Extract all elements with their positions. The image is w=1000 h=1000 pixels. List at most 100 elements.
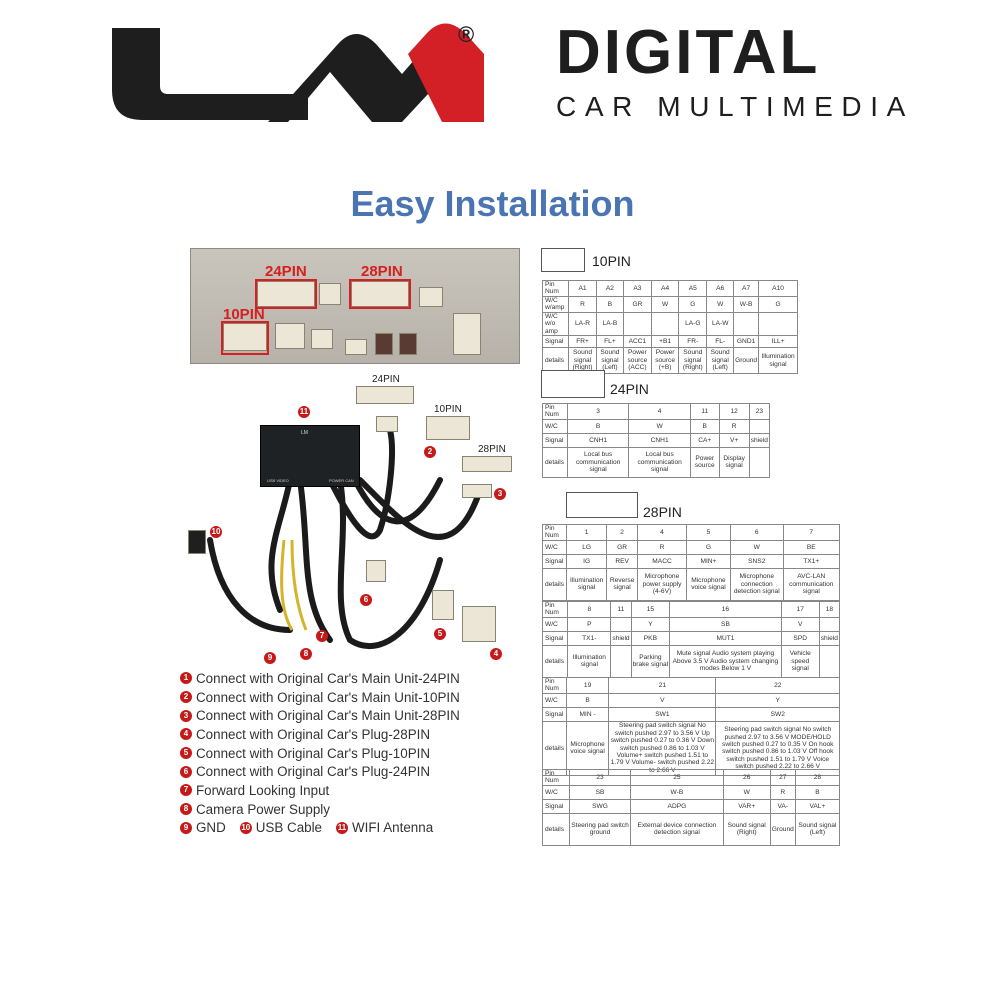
table-cell: [610, 616, 632, 632]
table-cell: Local bus communication signal: [628, 446, 691, 478]
callout-3: 3: [494, 488, 506, 500]
row-header-cell: Signal: [542, 432, 568, 448]
table-cell: 6: [730, 524, 784, 541]
table-cell: Sound signal (Right): [568, 347, 598, 375]
table-cell: Microphone voice signal: [685, 567, 732, 601]
row-header-cell: Signal: [541, 553, 568, 569]
row-header-cell: W/C: [542, 418, 568, 434]
connector-10pin-icon: [541, 248, 585, 272]
table-cell: 16: [669, 601, 782, 618]
table-cell: B: [596, 295, 624, 313]
table-cell: [650, 311, 680, 337]
legend-number: 10: [239, 821, 252, 834]
label-10pin: 10PIN: [223, 306, 265, 323]
brand-name: DIGITAL: [556, 18, 821, 87]
unit-connector: [453, 313, 481, 355]
table-cell: Vehicle speed signal: [780, 644, 820, 678]
connector-28pin-icon: [566, 492, 638, 518]
label-24pin: 24PIN: [265, 263, 307, 280]
table-cell: Sound signal (Left): [794, 812, 841, 846]
table-cell: LA-W: [706, 311, 735, 337]
table-cell: 1: [566, 524, 608, 541]
table-cell: Illumination signal: [567, 644, 612, 678]
legend-item: 9 GND: [180, 819, 226, 838]
table-cell: P: [567, 616, 612, 632]
label-28pin: 28PIN: [361, 263, 403, 280]
legend-number: 11: [336, 821, 349, 834]
table-cell: Ground: [733, 347, 760, 375]
legend-text: GND: [196, 820, 226, 836]
table-cell: BE: [782, 539, 841, 555]
table-cell: A4: [650, 280, 680, 297]
table-cell: MACC: [637, 553, 687, 569]
table-cell: Steering pad switch ground: [568, 812, 632, 846]
table-cell: shield: [610, 630, 632, 646]
box-left-label: USB VIDEO: [267, 478, 289, 483]
table-cell: W: [650, 295, 680, 313]
table-cell: Steering pad switch signal No switch pus…: [715, 720, 840, 776]
unit-connector-24pin: [257, 281, 315, 307]
row-header-cell: details: [541, 644, 569, 678]
harness-10pin-connector: [426, 416, 470, 440]
table-cell: External device connection detection sig…: [630, 812, 724, 846]
table-cell: 3: [566, 403, 630, 420]
table-cell: W: [628, 418, 691, 434]
table-cell: A1: [568, 280, 598, 297]
legend-text: Connect with Original Car's Plug-24PIN: [196, 764, 431, 780]
table-cell: MIN -: [565, 706, 610, 722]
registered-mark: ®: [458, 22, 475, 47]
table-cell: 18: [818, 601, 841, 618]
harness-24pin-connector: [356, 386, 414, 404]
table-cell: +B1: [650, 335, 680, 349]
legend-number: 6: [180, 765, 192, 778]
legend-number: 4: [180, 728, 192, 741]
table-cell: SB: [568, 784, 632, 800]
table-cell: 19: [565, 677, 610, 694]
harness-plug: [462, 484, 492, 498]
row-header-cell: W/C: [542, 692, 567, 708]
row-header-cell: W/C w/amp: [541, 295, 570, 313]
table-cell: 12: [718, 403, 750, 420]
table-cell: AVC-LAN communication signal: [782, 567, 841, 601]
row-header-cell: details: [541, 567, 568, 601]
table-cell: 28: [794, 769, 841, 786]
table-cell: [748, 446, 771, 478]
row-header-cell: Pin Num: [541, 524, 568, 541]
row-header-cell: Pin Num: [542, 403, 568, 420]
pin24-heading: 24PIN: [610, 381, 649, 397]
table-cell: 8: [567, 601, 612, 618]
table-cell: SPD: [780, 630, 820, 646]
highlight-10pin: [221, 321, 269, 355]
table-cell: PKB: [630, 630, 671, 646]
callout-4: 4: [490, 648, 502, 660]
table-cell: Microphone voice signal: [565, 720, 610, 776]
pin10-heading: 10PIN: [592, 253, 631, 269]
unit-connector: [345, 339, 367, 355]
wiring-harness: LM USB VIDEO POWER CAN 24PIN 10PIN 28PIN…: [180, 374, 520, 670]
row-header-cell: details: [542, 812, 570, 846]
harness-28pin-label: 28PIN: [478, 444, 506, 455]
table-cell: LA-R: [568, 311, 598, 337]
legend-number: 9: [180, 821, 192, 834]
table-cell: G: [758, 295, 798, 313]
table-cell: B: [566, 418, 630, 434]
box-right-label: POWER CAN: [329, 478, 354, 483]
table-cell: LA-G: [678, 311, 708, 337]
row-header-cell: Pin Num: [542, 677, 567, 694]
table-cell: REV: [606, 553, 639, 569]
row-header-cell: Signal: [542, 798, 570, 814]
harness-plug: [462, 606, 496, 642]
callout-6: 6: [360, 594, 372, 606]
